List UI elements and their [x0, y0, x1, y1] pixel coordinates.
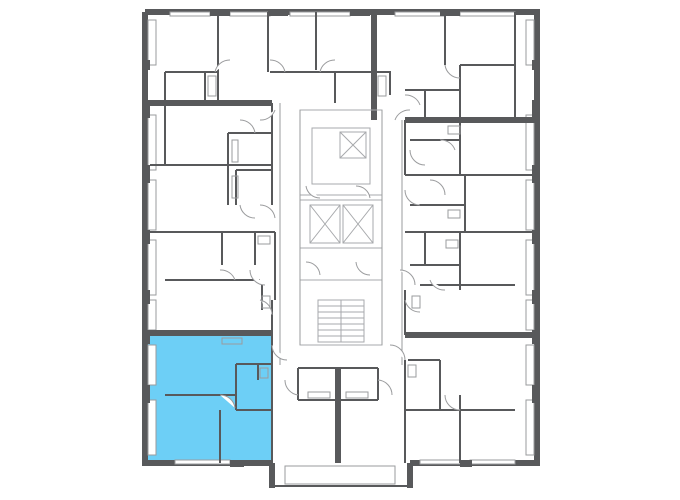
door-swings — [214, 59, 461, 411]
highlighted-apartment[interactable] — [145, 336, 272, 464]
top-apartments — [150, 12, 537, 123]
right-apartments — [404, 120, 537, 463]
left-apartments — [150, 103, 276, 336]
bottom-apartments — [165, 333, 406, 463]
building-core — [279, 103, 403, 365]
bathroom-fixtures — [207, 75, 461, 399]
windows — [147, 11, 535, 485]
